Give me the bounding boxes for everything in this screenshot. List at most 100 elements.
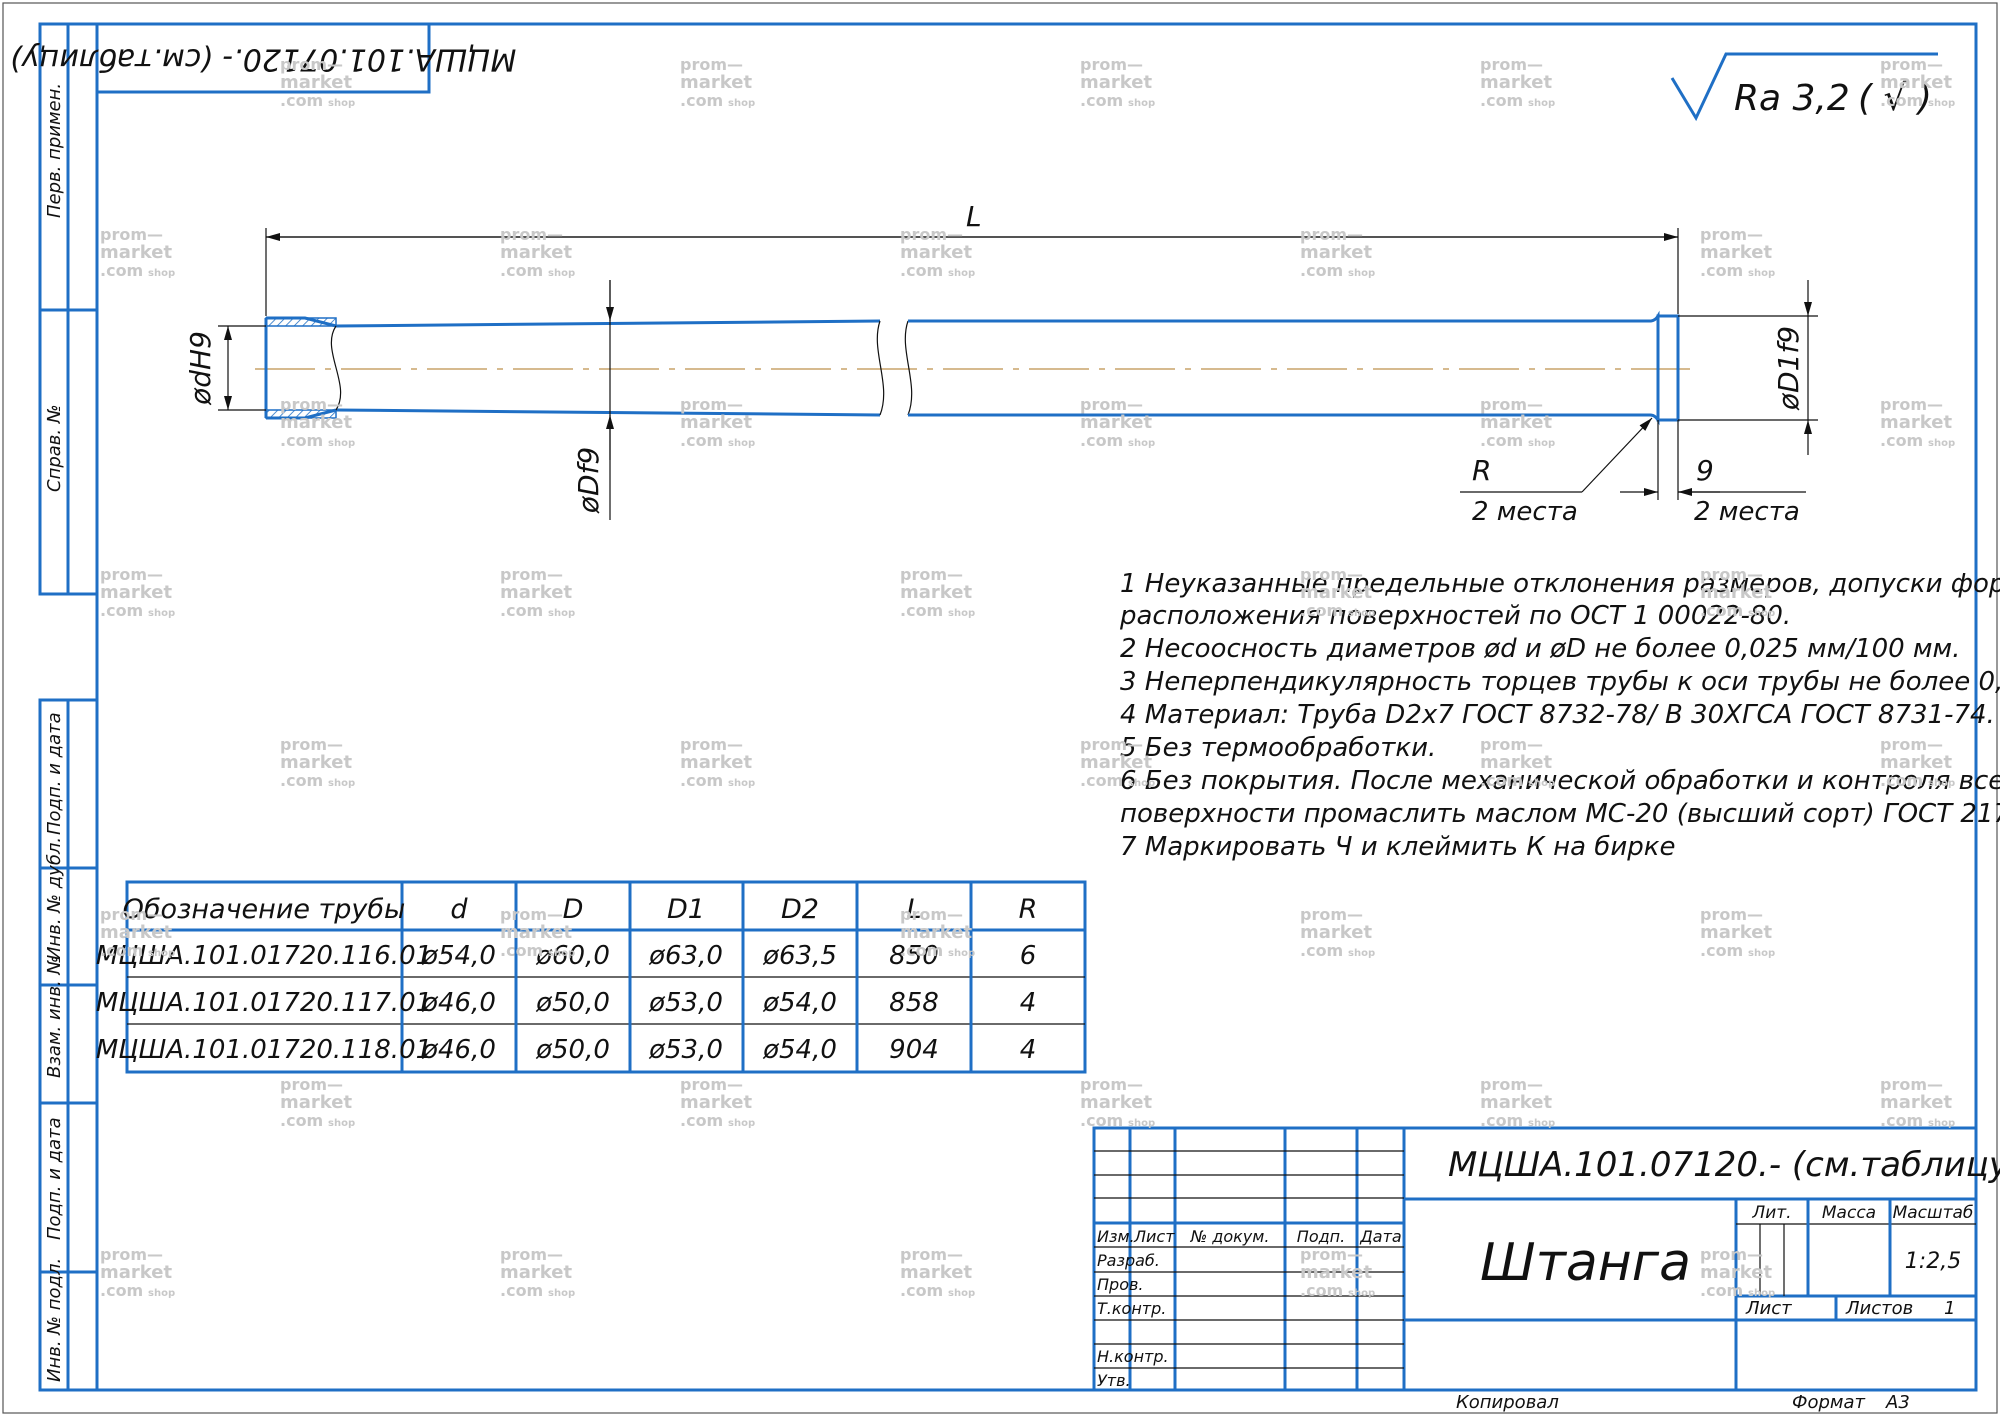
table-cell: ø54,0 (421, 941, 496, 971)
watermark-text: prom— (500, 565, 563, 584)
table-header: d (450, 894, 468, 925)
watermark-text: .com (680, 1111, 723, 1130)
watermark-shop: shop (1528, 1118, 1555, 1129)
watermark-text: .com (900, 1281, 943, 1300)
radius-label: R (1472, 454, 1491, 487)
watermark-text: .com (1700, 941, 1743, 960)
radius-places: 2 места (1472, 497, 1578, 527)
watermark-text: market (1880, 1092, 1952, 1113)
watermark-shop: shop (1348, 1288, 1375, 1299)
watermark-text: market (1080, 72, 1152, 93)
technical-notes: 1 Неуказанные предельные отклонения разм… (1119, 569, 2000, 862)
table-header: D1 (667, 894, 705, 925)
dimension-right-diameter-label: øD1f9 (1772, 326, 1805, 411)
watermark-shop: shop (328, 98, 355, 109)
watermark-text: market (280, 412, 352, 433)
watermark-shop: shop (1128, 98, 1155, 109)
watermark-shop: shop (548, 948, 575, 959)
watermark-text: .com (1300, 601, 1343, 620)
watermark-text: prom— (1480, 735, 1543, 754)
dimension-outer-diameter: øDf9 (572, 280, 614, 520)
watermark-text: market (280, 72, 352, 93)
watermark-text: market (1080, 412, 1152, 433)
table-cell: МЦША.101.01720.116.01 (96, 941, 432, 971)
watermark-text: .com (1300, 941, 1343, 960)
title-role-tkontr: Т.контр. (1097, 1299, 1166, 1318)
watermark-text: prom— (100, 565, 163, 584)
watermark-shop: shop (148, 1288, 175, 1299)
watermark-shop: shop (728, 778, 755, 789)
footer-kopiroval: Копировал (1456, 1392, 1559, 1413)
watermark-text: .com (100, 941, 143, 960)
watermark-text: market (280, 752, 352, 773)
dimension-inner-diameter-label: ødH9 (184, 331, 217, 406)
table-cell: МЦША.101.01720.118.01 (96, 1035, 432, 1065)
watermark-text: prom— (1880, 735, 1943, 754)
watermark-shop: shop (1928, 778, 1955, 789)
watermark-shop: shop (1128, 778, 1155, 789)
tube-part (255, 310, 1690, 426)
title-sheets-label: Листов (1845, 1298, 1913, 1319)
watermark-text: prom— (280, 55, 343, 74)
title-part-name: Штанга (1480, 1233, 1691, 1293)
watermark-text: .com (1700, 601, 1743, 620)
watermark-shop: shop (548, 608, 575, 619)
watermark-text: .com (280, 1111, 323, 1130)
watermark-text: market (1480, 412, 1552, 433)
watermark-text: prom— (680, 735, 743, 754)
watermark-text: .com (280, 431, 323, 450)
watermark-text: market (1300, 1262, 1372, 1283)
watermark-text: market (1080, 1092, 1152, 1113)
watermark-text: prom— (1700, 565, 1763, 584)
watermark-text: market (680, 412, 752, 433)
title-col-izm: Изм. (1097, 1227, 1135, 1246)
watermark-text: .com (1080, 91, 1123, 110)
roughness-symbol: Ra 3,2 (1734, 78, 1850, 119)
watermark-text: .com (1700, 1281, 1743, 1300)
side-label-podp-data-1: Подп. и дата (44, 712, 65, 835)
watermark-text: .com (1880, 1111, 1923, 1130)
side-label-podp-data-2: Подп. и дата (44, 1117, 65, 1240)
corner-stamp: МЦША.101.07120.- (см.таблицу) (10, 22, 517, 94)
watermark-shop: shop (1528, 778, 1555, 789)
watermark-shop: shop (1748, 1288, 1775, 1299)
watermark-text: .com (680, 91, 723, 110)
pipe-table: Обозначение трубы d D D1 D2 L R МЦША.101… (96, 880, 1087, 1074)
watermark-text: market (100, 582, 172, 603)
title-col-dokum: № докум. (1190, 1227, 1270, 1246)
corner-stamp-text: МЦША.101.07120.- (см.таблицу) (10, 42, 517, 77)
watermark-text: prom— (500, 225, 563, 244)
watermark-shop: shop (948, 948, 975, 959)
title-role-prov: Пров. (1097, 1275, 1144, 1294)
watermark-text: prom— (680, 1075, 743, 1094)
collar-width-label: 9 (1696, 454, 1714, 487)
watermark-text: market (1300, 242, 1372, 263)
watermark-shop: shop (148, 948, 175, 959)
watermark-text: prom— (100, 225, 163, 244)
watermark-text: market (500, 242, 572, 263)
table-header: L (906, 894, 921, 925)
watermark-text: .com (100, 261, 143, 280)
table-cell: 4 (1020, 1035, 1037, 1065)
title-role-razrab: Разраб. (1097, 1251, 1160, 1270)
watermark-shop: shop (1348, 608, 1375, 619)
table-header: D2 (781, 894, 819, 925)
watermark-text: market (1480, 72, 1552, 93)
title-block: МЦША.101.07120.- (см.таблицу) Штанга Лит… (1092, 1126, 2000, 1392)
note-line: расположения поверхностей по ОСТ 1 00022… (1119, 601, 1791, 631)
dimension-right-diameter: øD1f9 (1678, 280, 1818, 455)
table-header: Обозначение трубы (123, 894, 406, 925)
watermark-shop: shop (1748, 608, 1775, 619)
watermark-shop: shop (1348, 948, 1375, 959)
table-cell: 6 (1020, 941, 1037, 971)
watermark-text: market (1700, 922, 1772, 943)
watermark-text: .com (1080, 771, 1123, 790)
dimension-collar-width: 9 2 места (1620, 420, 1806, 527)
